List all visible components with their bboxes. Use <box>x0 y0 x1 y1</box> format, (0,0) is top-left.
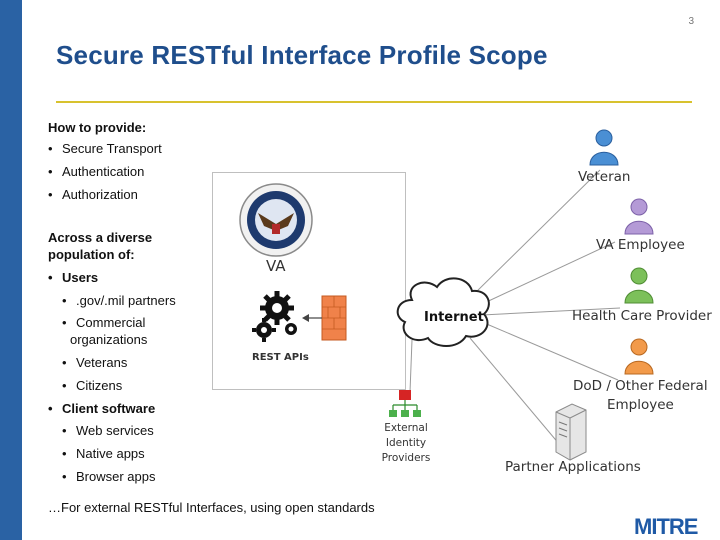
veteran-person-icon <box>589 129 619 166</box>
sub-veterans: Veterans <box>62 355 127 371</box>
va-seal-icon <box>239 183 313 257</box>
idp-label-line3: Providers <box>381 452 431 464</box>
how-heading: How to provide: <box>48 120 147 135</box>
dod-label-line2: Employee <box>607 397 674 413</box>
health-care-person-icon <box>624 267 654 304</box>
firewall-icon <box>321 295 347 341</box>
slide-title: Secure RESTful Interface Profile Scope <box>56 40 548 70</box>
bullet-authorization: Authorization <box>48 187 138 203</box>
across-heading-line2: population of: <box>48 247 135 262</box>
health-care-provider-label: Health Care Provider <box>572 308 712 324</box>
dod-label-line1: DoD / Other Federal <box>573 378 708 394</box>
sub-commercial: Commercial <box>62 315 145 331</box>
line-to-dod <box>481 321 619 381</box>
mitre-logo: MITRE <box>634 514 698 539</box>
across-heading-line1: Across a diverse <box>48 230 153 245</box>
arrow-icon <box>302 314 322 322</box>
dod-person-icon <box>624 338 654 375</box>
left-accent-bar <box>0 0 22 540</box>
sub-citizens: Citizens <box>62 378 122 394</box>
idp-label-line2: Identity <box>385 437 427 449</box>
va-label: VA <box>266 257 286 275</box>
va-employee-person-icon <box>624 198 654 235</box>
line-to-va-employee <box>479 241 616 306</box>
identity-providers-icon <box>389 390 421 417</box>
internet-cloud-icon <box>396 277 490 347</box>
line-to-partner <box>469 337 561 446</box>
sub-web-services: Web services <box>62 423 154 439</box>
page-number: 3 <box>688 16 694 27</box>
footer-note: …For external RESTful Interfaces, using … <box>48 500 375 515</box>
gears-icon <box>252 291 297 342</box>
sub-native-apps: Native apps <box>62 446 145 462</box>
bullet-authentication: Authentication <box>48 164 144 180</box>
sub-browser-apps: Browser apps <box>62 469 155 485</box>
line-to-veteran <box>469 169 601 299</box>
bullet-secure-transport: Secure Transport <box>48 141 162 157</box>
sub-gov-mil: .gov/.mil partners <box>62 293 176 309</box>
idp-label-line1: External <box>384 422 428 434</box>
sub-organizations: organizations <box>70 332 148 347</box>
rest-apis-label: REST APIs <box>252 352 309 363</box>
partner-applications-label: Partner Applications <box>505 459 641 475</box>
bullet-client-software: Client software <box>48 401 155 417</box>
line-to-idp <box>409 339 413 393</box>
internet-label: Internet <box>424 310 484 325</box>
bullet-users: Users <box>48 270 98 286</box>
va-employee-label: VA Employee <box>596 237 685 253</box>
veteran-label: Veteran <box>578 169 631 185</box>
title-divider <box>56 101 692 103</box>
line-to-health-care <box>481 307 621 316</box>
server-icon <box>555 403 587 461</box>
